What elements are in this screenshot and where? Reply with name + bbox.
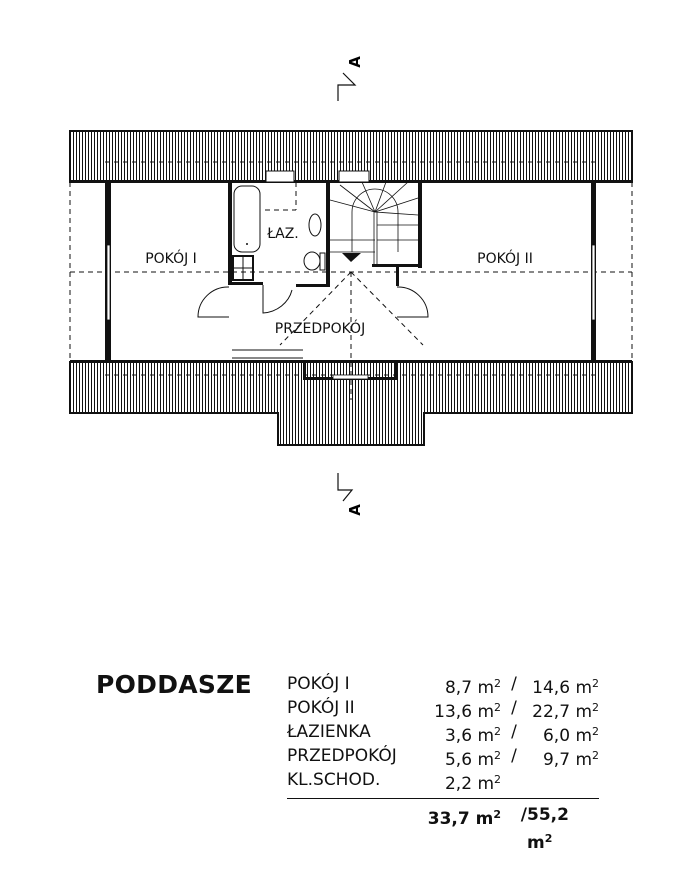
room-name: KL.SCHOD.	[287, 770, 381, 790]
roof-bottom	[69, 361, 633, 446]
unit: m2	[475, 808, 501, 829]
net-area: 2,2 m2	[444, 773, 501, 794]
room-name: POKÓJ II	[287, 698, 355, 718]
total-net-area: 33,7 m2	[427, 808, 501, 829]
room-label-pokoj-2: POKÓJ II	[477, 249, 533, 267]
unit: m2	[575, 701, 599, 722]
room-label-pokoj-1: POKÓJ I	[145, 249, 197, 267]
unit: m2	[477, 725, 501, 746]
bathtub	[233, 185, 261, 253]
separator: /	[511, 674, 517, 694]
table-row: KL.SCHOD. 2,2 m2	[287, 768, 599, 794]
staircase	[329, 181, 419, 264]
window-hall	[332, 374, 369, 380]
gross-area: 22,7 m2	[532, 701, 599, 722]
window-left	[106, 244, 111, 321]
unit: m2	[575, 749, 599, 770]
room-label-przedpokoj: PRZEDPOKÓJ	[275, 319, 365, 337]
room-name: PRZEDPOKÓJ	[287, 746, 397, 766]
section-marker-top: A	[337, 56, 364, 101]
room-label-laz: ŁAZ.	[266, 226, 299, 242]
section-label-bottom: A	[346, 504, 364, 516]
table-row: PRZEDPOKÓJ 5,6 m2 / 9,7 m2	[287, 744, 599, 770]
sink	[308, 213, 322, 237]
floor-title: PODDASZE	[96, 670, 253, 699]
separator: /	[520, 805, 527, 825]
doors	[197, 285, 429, 359]
area-table: POKÓJ I 8,7 m2 / 14,6 m2 POKÓJ II 13,6 m…	[287, 672, 599, 853]
unit: m2	[477, 773, 501, 794]
stair-direction-arrow	[342, 253, 361, 262]
separator: /	[511, 722, 517, 742]
separator: /	[511, 746, 517, 766]
table-row: POKÓJ I 8,7 m2 / 14,6 m2	[287, 672, 599, 698]
unit: m2	[477, 677, 501, 698]
total-divider	[287, 798, 599, 799]
unit: m2	[575, 677, 599, 698]
net-area: 5,6 m2	[444, 749, 501, 770]
section-label-top: A	[346, 56, 364, 68]
gross-area: 9,7 m2	[542, 749, 599, 770]
gross-area: 6,0 m2	[542, 725, 599, 746]
gross-area	[527, 768, 599, 792]
room-name: ŁAZIENKA	[287, 722, 371, 742]
table-row: POKÓJ II 13,6 m2 / 22,7 m2	[287, 696, 599, 722]
unit: m2	[527, 832, 553, 853]
net-area: 3,6 m2	[444, 725, 501, 746]
unit: m2	[575, 725, 599, 746]
vent-chimney-1	[265, 170, 295, 183]
separator	[501, 768, 527, 792]
net-area: 13,6 m2	[434, 701, 501, 722]
gross-area: 14,6 m2	[532, 677, 599, 698]
unit: m2	[477, 749, 501, 770]
net-area: 8,7 m2	[444, 677, 501, 698]
window-right	[591, 244, 596, 321]
total-row: 33,7 m2 / 55,2 m2	[287, 803, 599, 853]
room-name: POKÓJ I	[287, 674, 350, 694]
section-marker-bottom: A	[337, 473, 364, 516]
interior-dashed	[70, 182, 632, 378]
vent-chimney-2	[338, 170, 370, 183]
unit: m2	[477, 701, 501, 722]
total-gross-area: 55,2 m2	[527, 805, 569, 853]
table-row: ŁAZIENKA 3,6 m2 / 6,0 m2	[287, 720, 599, 746]
separator: /	[511, 698, 517, 718]
